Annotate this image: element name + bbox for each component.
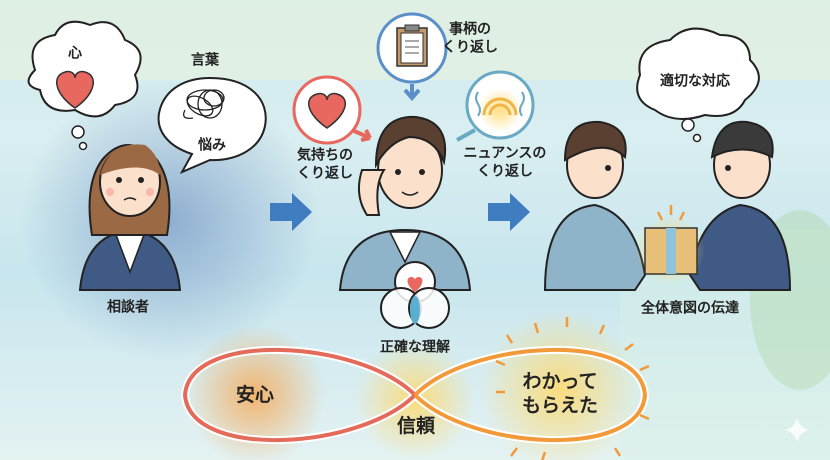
heart-icon xyxy=(55,70,95,109)
feelings-label: 気持ちのくり返し xyxy=(297,147,353,182)
outcome-caption: 全体意図の伝達 xyxy=(641,300,739,317)
heart-thought-cloud xyxy=(27,20,142,151)
understanding-label: 正確な理解 xyxy=(380,339,450,356)
gift-box-icon xyxy=(635,205,705,285)
sparkle-rays xyxy=(495,317,650,460)
worry-speech-bubble xyxy=(157,76,267,175)
flow-arrow-icon xyxy=(488,193,530,231)
nuance-reflection-icon xyxy=(456,70,535,142)
client-role-label: 相談者 xyxy=(107,299,149,316)
sparkle-icon xyxy=(785,418,809,442)
words-label: 言葉 xyxy=(191,52,219,69)
loop-center-label: 信頼 xyxy=(396,415,436,438)
worry-label: 悩み xyxy=(198,137,226,154)
feelings-reflection-icon xyxy=(292,75,372,145)
trust-infinity-loop xyxy=(180,310,650,460)
listener-man xyxy=(338,115,472,291)
outcome-thought-label: 適切な対応 xyxy=(660,73,730,90)
staff-man-left xyxy=(543,120,647,291)
loop-right-label: わかってもらえた xyxy=(521,370,599,416)
nuance-label: ニュアンスのくり返し xyxy=(463,145,547,180)
heart-thought-label: 心 xyxy=(68,45,82,62)
facts-reflection-icon xyxy=(376,12,448,102)
hand-to-ear xyxy=(357,169,386,216)
client-woman xyxy=(78,144,182,291)
accurate-understanding-venn-icon xyxy=(380,261,450,329)
facts-label: 事柄のくり返し xyxy=(442,21,498,56)
flow-arrow-icon xyxy=(270,193,312,231)
loop-left-label: 安心 xyxy=(235,384,275,407)
outcome-thought-cloud xyxy=(636,27,760,143)
tangled-scribble-icon xyxy=(182,89,225,119)
customer-man-right xyxy=(688,120,792,291)
